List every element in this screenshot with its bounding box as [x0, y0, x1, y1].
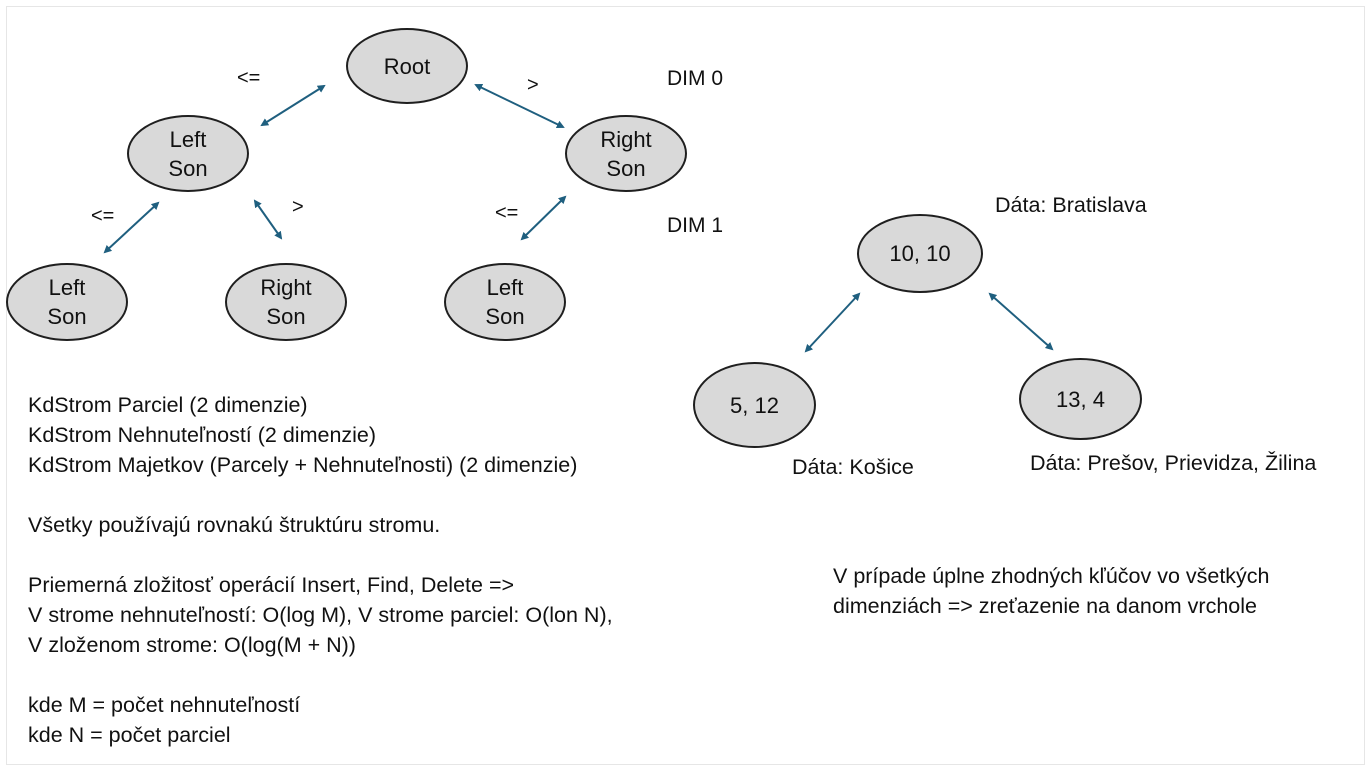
node-left-son-label: Left Son: [168, 126, 208, 181]
node-example-root-label: 10, 10: [889, 241, 951, 266]
data-root-label: Dáta: Bratislava: [995, 193, 1147, 217]
node-root-label: Root: [383, 53, 431, 79]
notes-line: kde M = počet nehnuteľností: [28, 693, 301, 717]
notes-line: kde N = počet parciel: [28, 723, 231, 747]
node-example-root: 10, 10: [857, 214, 983, 293]
node-example-right: 13, 4: [1019, 358, 1142, 440]
node-root: Root: [346, 28, 468, 104]
label-dim0: DIM 0: [667, 67, 724, 90]
label-right-left: <=: [495, 202, 519, 224]
node-left-son: Left Son: [127, 115, 249, 192]
node-right-son: Right Son: [565, 115, 687, 192]
data-left-label: Dáta: Košice: [792, 455, 914, 479]
label-left-right: >: [292, 196, 304, 218]
notes-line: Priemerná zložitosť operácií Insert, Fin…: [28, 573, 515, 597]
notes-block: KdStrom Parciel (2 dimenzie) KdStrom Neh…: [28, 390, 613, 750]
notes-line: V zloženom strome: O(log(M + N)): [28, 633, 356, 657]
data-right-label: Dáta: Prešov, Prievidza, Žilina: [1030, 451, 1317, 475]
node-left-left-son-label: Left Son: [47, 275, 87, 329]
node-right-left-son: Left Son: [444, 263, 566, 341]
duplicates-note: V prípade úplne zhodných kľúčov vo všetk…: [833, 561, 1270, 621]
notes-line: KdStrom Nehnuteľností (2 dimenzie): [28, 423, 377, 447]
node-right-left-son-label: Left Son: [485, 275, 525, 329]
label-root-right: >: [527, 74, 539, 96]
notes-line: KdStrom Parciel (2 dimenzie): [28, 393, 308, 417]
label-dim1: DIM 1: [667, 214, 724, 237]
duplicates-note-line-1: V prípade úplne zhodných kľúčov vo všetk…: [833, 564, 1270, 588]
node-right-son-label: Right Son: [600, 126, 652, 181]
notes-line: V strome nehnuteľností: O(log M), V stro…: [28, 603, 613, 627]
notes-spacer: [28, 660, 613, 690]
node-example-left-label: 5, 12: [730, 392, 779, 418]
node-left-right-son: Right Son: [225, 263, 347, 341]
duplicates-note-line-2: dimenziách => zreťazenie na danom vrchol…: [833, 594, 1257, 618]
label-left-left: <=: [91, 205, 115, 227]
notes-line: KdStrom Majetkov (Parcely + Nehnuteľnost…: [28, 453, 578, 477]
notes-spacer: [28, 540, 613, 570]
notes-spacer: [28, 480, 613, 510]
label-root-left: <=: [237, 67, 261, 89]
node-left-right-son-label: Right Son: [260, 275, 312, 329]
node-left-left-son: Left Son: [6, 263, 128, 341]
node-example-left: 5, 12: [693, 362, 816, 448]
node-example-right-label: 13, 4: [1056, 386, 1105, 412]
notes-line: Všetky používajú rovnakú štruktúru strom…: [28, 513, 441, 537]
